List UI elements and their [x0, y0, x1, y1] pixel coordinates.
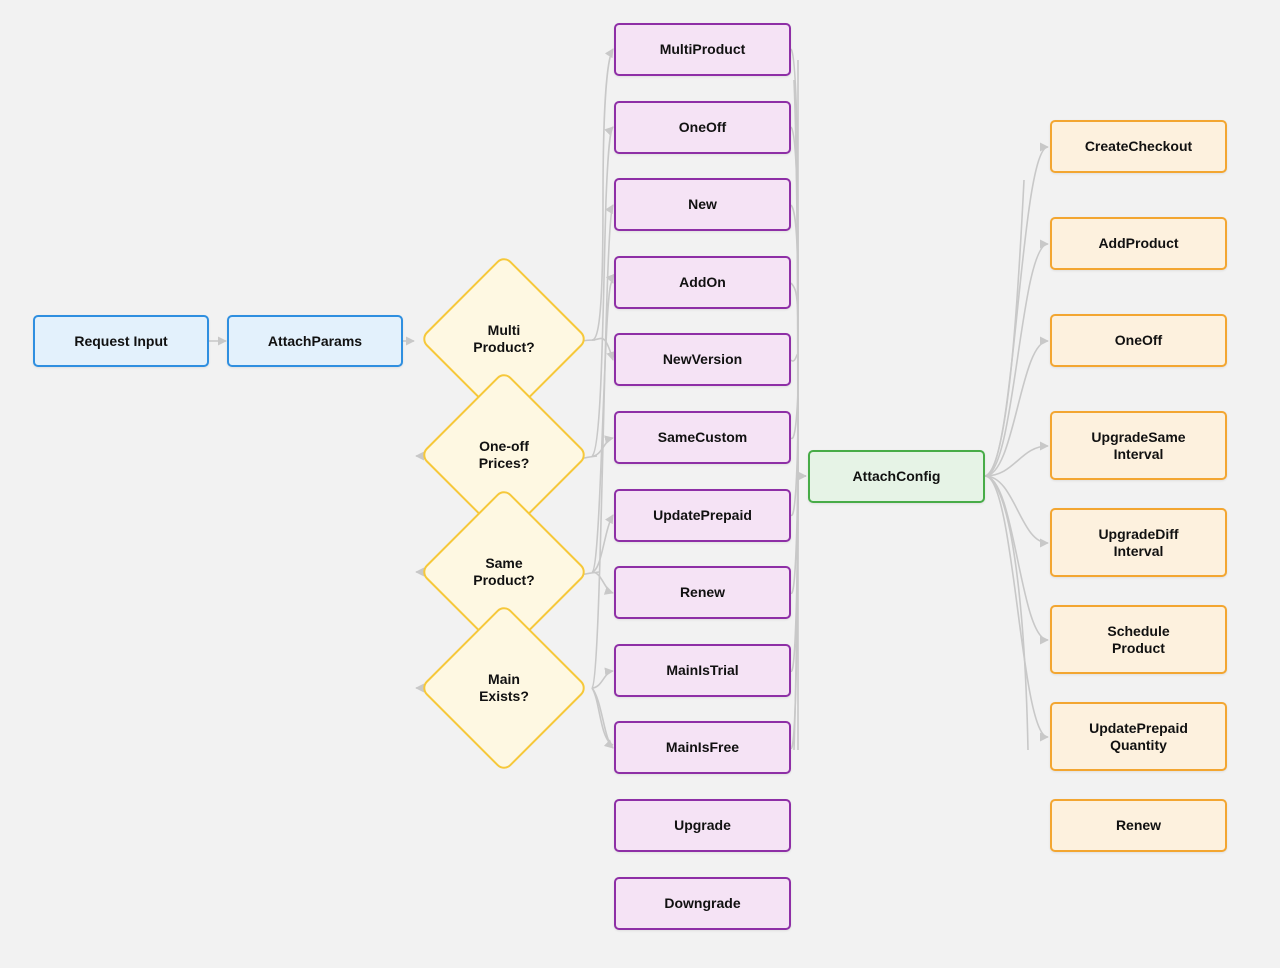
edge-strategy-5-to-config — [790, 388, 807, 481]
edge-same-to-updateprepaid — [591, 514, 614, 573]
attach-params-node: AttachParams — [227, 315, 403, 367]
edge-strategy-2-to-config — [790, 204, 806, 477]
strategy-label: Upgrade — [674, 817, 731, 833]
action-upgrade-same-interval: UpgradeSame Interval — [1050, 411, 1227, 480]
decision-label: Main Exists? — [479, 671, 529, 704]
edge-oneoff-to-oneoff — [591, 126, 614, 457]
edge-multi-to-multiproduct — [591, 48, 614, 341]
edge-strategy-6-to-config — [790, 407, 806, 516]
strategy-label: MultiProduct — [659, 41, 746, 57]
decision-label: Same Product? — [473, 555, 535, 588]
edge-config-bundle-tail — [984, 475, 1029, 751]
action-label: AddProduct — [1098, 235, 1179, 251]
edge-strategy-0-to-config — [790, 48, 806, 477]
strategy-downgrade: Downgrade — [614, 877, 791, 930]
strategy-label: Downgrade — [664, 895, 741, 911]
edge-main-to-free — [591, 687, 614, 749]
action-label: Schedule Product — [1107, 622, 1170, 656]
edge-same-to-renew — [591, 571, 614, 595]
decision-label: Multi Product? — [473, 322, 535, 355]
edge-config-to-action-2 — [984, 336, 1049, 477]
action-add-product: AddProduct — [1050, 217, 1227, 270]
edge-main-to-trial — [591, 667, 614, 689]
strategy-label: OneOff — [678, 119, 727, 135]
strategy-label: NewVersion — [662, 351, 743, 367]
request-input-node: Request Input — [33, 315, 209, 367]
strategy-label: UpdatePrepaid — [653, 507, 752, 523]
action-upgrade-diff-interval: UpgradeDiff Interval — [1050, 508, 1227, 577]
edge-strategy-3-to-config — [790, 282, 806, 477]
strategy-label: Renew — [679, 584, 726, 600]
action-label: OneOff — [1114, 332, 1163, 348]
edge-strategy-8-to-config — [790, 429, 806, 672]
edge-config-to-action-0 — [984, 142, 1049, 477]
action-label: UpdatePrepaid Quantity — [1089, 719, 1188, 753]
strategy-add-on: AddOn — [614, 256, 791, 309]
strategy-label: SameCustom — [657, 429, 748, 445]
edge-strategy-1-to-config — [790, 126, 806, 477]
edge-config-to-action-3 — [984, 441, 1049, 477]
strategy-label: MainIsFree — [665, 739, 740, 755]
edge-main-to-free-b — [591, 687, 614, 746]
action-schedule-product: Schedule Product — [1050, 605, 1227, 674]
edge-config-to-action-1 — [984, 239, 1049, 477]
strategy-one-off: OneOff — [614, 101, 791, 154]
attach-config-node: AttachConfig — [808, 450, 985, 503]
decision-same-product: Same Product? — [416, 484, 592, 660]
decision-one-off-prices: One-off Prices? — [416, 367, 592, 543]
strategy-upgrade: Upgrade — [614, 799, 791, 852]
edge-oneoff-to-samecustom — [591, 435, 614, 457]
edge-strategy-7-to-config — [790, 420, 806, 594]
edge-config-to-action-6 — [984, 475, 1049, 742]
request-input-label: Request Input — [74, 332, 168, 349]
strategy-same-custom: SameCustom — [614, 411, 791, 464]
decision-multi-product: Multi Product? — [416, 251, 592, 427]
strategy-label: AddOn — [679, 274, 726, 290]
action-one-off: OneOff — [1050, 314, 1227, 367]
strategy-new: New — [614, 178, 791, 231]
strategy-label: New — [688, 196, 717, 212]
strategy-label: MainIsTrial — [666, 662, 739, 678]
action-label: CreateCheckout — [1084, 138, 1193, 154]
edge-config-bundle-head — [984, 179, 1025, 477]
action-create-checkout: CreateCheckout — [1050, 120, 1227, 173]
action-update-prepaid-quantity: UpdatePrepaid Quantity — [1050, 702, 1227, 771]
edge-strategy-9-to-config — [790, 434, 806, 749]
strategy-main-is-trial: MainIsTrial — [614, 644, 791, 697]
action-label: UpgradeDiff Interval — [1098, 525, 1179, 559]
strategy-multi-product: MultiProduct — [614, 23, 791, 76]
strategy-update-prepaid: UpdatePrepaid — [614, 489, 791, 542]
attach-config-label: AttachConfig — [852, 468, 941, 484]
action-label: Renew — [1115, 817, 1162, 833]
strategy-main-is-free: MainIsFree — [614, 721, 791, 774]
edge-same-to-addon — [591, 273, 615, 573]
attach-params-label: AttachParams — [267, 332, 363, 349]
edge-main-to-new — [591, 204, 614, 689]
action-label: UpgradeSame Interval — [1091, 428, 1186, 462]
decision-label: One-off Prices? — [478, 438, 530, 471]
action-renew: Renew — [1050, 799, 1227, 852]
strategy-new-version: NewVersion — [614, 333, 791, 386]
edge-strategy-4-to-config — [790, 353, 806, 477]
decision-main-exists: Main Exists? — [416, 600, 592, 776]
strategy-renew: Renew — [614, 566, 791, 619]
edge-multi-to-newversion — [591, 337, 615, 361]
edge-config-to-action-5 — [984, 475, 1049, 645]
edge-strategy-bundle-b — [793, 79, 799, 751]
edge-config-to-action-4 — [984, 475, 1049, 548]
